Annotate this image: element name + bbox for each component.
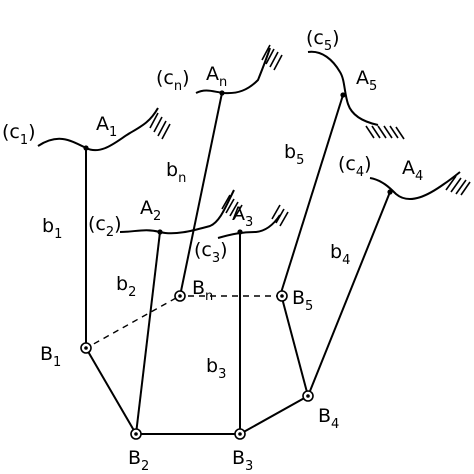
hatch-cn xyxy=(261,44,283,71)
joint-B1 xyxy=(80,342,92,354)
bar-b4 xyxy=(307,191,391,397)
curve-c2 xyxy=(119,189,235,235)
curve-c3 xyxy=(217,214,281,239)
label-c1: (c1) xyxy=(2,121,36,148)
edge-B4-B5 xyxy=(281,297,309,397)
bar-b2 xyxy=(135,231,161,435)
label-B4: B4 xyxy=(318,405,339,432)
label-b5: b5 xyxy=(284,141,304,168)
edge-Bn-B1-dashed xyxy=(89,297,177,347)
curve-c4 xyxy=(369,171,461,200)
joint-A4 xyxy=(387,189,393,195)
joint-B4 xyxy=(302,390,314,402)
label-c2: (c2) xyxy=(88,213,122,240)
label-B2: B2 xyxy=(128,447,149,474)
joint-A1 xyxy=(83,145,89,151)
hatch-c5 xyxy=(365,125,405,140)
joint-A5 xyxy=(340,92,346,98)
curve-cn xyxy=(195,47,271,95)
label-c5: (c5) xyxy=(306,27,340,54)
hatch-c1 xyxy=(149,112,171,140)
label-B1: B1 xyxy=(40,343,61,370)
curve-c5 xyxy=(307,50,379,126)
label-A5: A5 xyxy=(356,67,377,94)
label-bn: bn xyxy=(166,159,186,186)
label-A3: A3 xyxy=(232,203,253,230)
label-b2: b2 xyxy=(116,273,136,300)
label-c4: (c4) xyxy=(338,153,372,180)
bar-bn xyxy=(179,92,223,297)
curve-c1 xyxy=(37,107,159,152)
joint-B5 xyxy=(276,290,288,302)
label-cn: (cn) xyxy=(156,67,190,94)
joint-Bn xyxy=(174,290,186,302)
label-b3: b3 xyxy=(206,355,226,382)
label-Bn: Bn xyxy=(192,277,213,304)
label-c3: (c3) xyxy=(194,239,228,266)
hatch-c2 xyxy=(221,194,243,220)
joint-An xyxy=(219,90,225,96)
edge-B3-B4 xyxy=(239,395,309,435)
label-A4: A4 xyxy=(402,157,423,184)
joint-B3 xyxy=(234,428,246,440)
hatch-c3 xyxy=(271,204,289,227)
joint-A2 xyxy=(157,229,163,235)
edge-B1-B2 xyxy=(85,347,137,435)
label-B3: B3 xyxy=(232,447,253,474)
joint-A3 xyxy=(237,229,243,235)
joint-B2 xyxy=(130,428,142,440)
label-An: An xyxy=(206,63,227,90)
label-b4: b4 xyxy=(330,241,350,268)
label-A2: A2 xyxy=(140,197,161,224)
label-b1: b1 xyxy=(42,215,62,242)
bar-b5 xyxy=(279,94,344,297)
label-A1: A1 xyxy=(96,113,117,140)
label-B5: B5 xyxy=(292,287,313,314)
hatch-c4 xyxy=(445,175,471,196)
